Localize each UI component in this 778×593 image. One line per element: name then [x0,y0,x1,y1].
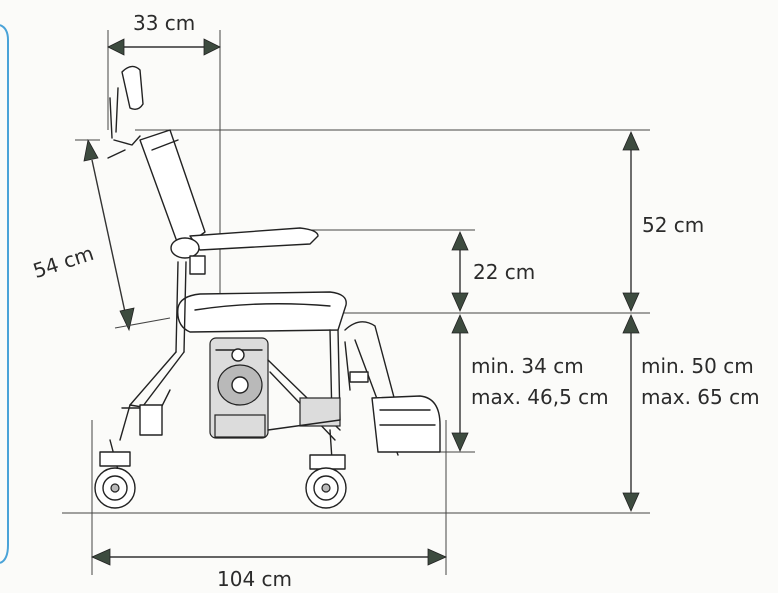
label-total-seat-min: min. 50 cm [641,354,754,378]
label-seat-height-max: max. 46,5 cm [471,385,609,409]
label-armrest-height: 22 cm [473,260,535,284]
label-top-width: 33 cm [133,11,195,35]
label-total-length: 104 cm [217,567,292,591]
label-seat-height-min: min. 34 cm [471,354,584,378]
label-backrest-height: 54 cm [30,241,97,283]
shower-chair-illustration [94,65,441,509]
page-edge [0,24,9,564]
label-total-seat-max: max. 65 cm [641,385,760,409]
label-back-above-seat: 52 cm [642,213,704,237]
dimension-lines [62,30,650,575]
